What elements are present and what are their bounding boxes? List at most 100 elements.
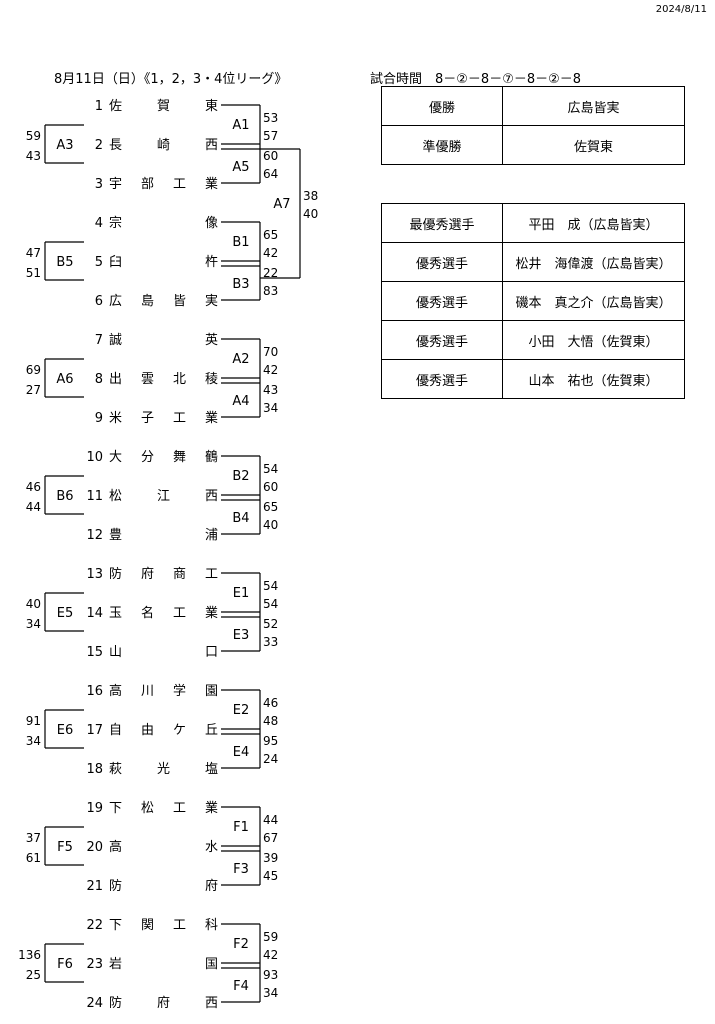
match-score: 33 — [263, 635, 278, 649]
award-player: 山本 祐也（佐賀東） — [502, 359, 685, 399]
award-row: 優秀選手 山本 祐也（佐賀東） — [381, 359, 685, 399]
match-score: 40 — [263, 518, 278, 532]
match-score: 42 — [263, 246, 278, 260]
match-label: E1 — [233, 586, 250, 601]
match-label: B1 — [232, 235, 249, 250]
match-score: 57 — [263, 129, 278, 143]
team-name: 岩 国 — [109, 957, 218, 972]
match-score: 60 — [263, 149, 278, 163]
team-name: 防 府 商 工 — [109, 566, 218, 582]
match-score: 44 — [26, 500, 41, 514]
match-score: 54 — [263, 462, 278, 476]
match-label: A5 — [232, 160, 249, 175]
match-label: F2 — [233, 937, 249, 952]
award-title: 優秀選手 — [381, 242, 503, 282]
team-number: 10 — [86, 450, 103, 465]
team-name: 高 川 学 園 — [109, 683, 218, 699]
match-label: F5 — [57, 840, 73, 855]
match-score: 22 — [263, 266, 278, 280]
match-label: F6 — [57, 957, 73, 972]
match-score: 51 — [26, 266, 41, 280]
award-title: 優秀選手 — [381, 320, 503, 360]
match-score: 38 — [303, 189, 318, 203]
match-score: 44 — [263, 813, 278, 827]
match-score: 37 — [26, 831, 41, 845]
match-score: 43 — [263, 383, 278, 397]
match-score: 83 — [263, 284, 278, 298]
team-number: 7 — [95, 333, 103, 348]
match-score: 34 — [263, 401, 278, 415]
match-score: 53 — [263, 111, 278, 125]
team-number: 21 — [86, 879, 103, 894]
match-score: 65 — [263, 500, 278, 514]
team-number: 14 — [86, 606, 103, 621]
match-score: 59 — [263, 930, 278, 944]
match-label: B2 — [232, 469, 249, 484]
print-date: 2024/8/11 — [655, 4, 707, 15]
team-number: 3 — [95, 177, 103, 192]
team-number: 15 — [86, 645, 103, 660]
match-score: 40 — [303, 207, 318, 221]
team-name: 佐 賀 東 — [109, 98, 218, 114]
match-score: 52 — [263, 617, 278, 631]
team-number: 19 — [86, 801, 103, 816]
match-score: 34 — [263, 986, 278, 1000]
team-name: 高 水 — [109, 839, 218, 855]
award-player: 小田 大悟（佐賀東） — [502, 320, 685, 360]
match-label: B3 — [232, 277, 249, 292]
match-score: 61 — [26, 851, 41, 865]
team-number: 20 — [86, 840, 103, 855]
page-title: 8月11日（日）《1，2，3・4位リーグ》 — [54, 72, 288, 87]
awards-table: 最優秀選手 平田 成（広島皆実） 優秀選手 松井 海偉渡（広島皆実） 優秀選手 … — [381, 203, 685, 399]
winner-row: 優勝 広島皆実 — [381, 86, 685, 126]
team-name: 大 分 舞 鶴 — [109, 449, 218, 465]
winner-team: 広島皆実 — [502, 86, 685, 126]
match-score: 24 — [263, 752, 278, 766]
team-name: 米 子 工 業 — [109, 410, 218, 426]
team-number: 2 — [95, 138, 103, 153]
match-score: 34 — [26, 734, 41, 748]
team-number: 24 — [86, 996, 103, 1011]
team-name: 誠 英 — [109, 333, 218, 348]
match-label: F4 — [233, 979, 249, 994]
match-label: A7 — [273, 197, 290, 212]
winners-table: 優勝 広島皆実 準優勝 佐賀東 — [381, 86, 685, 165]
team-name: 宇 部 工 業 — [109, 176, 218, 192]
award-row: 優秀選手 小田 大悟（佐賀東） — [381, 320, 685, 360]
match-score: 40 — [26, 597, 41, 611]
match-schedule: 試合時間 8－②－8－⑦－8－②－8 — [370, 72, 582, 87]
match-score: 42 — [263, 363, 278, 377]
team-number: 13 — [86, 567, 103, 582]
team-name: 山 口 — [109, 645, 218, 660]
match-score: 54 — [263, 597, 278, 611]
team-number: 8 — [95, 372, 103, 387]
team-number: 6 — [95, 294, 103, 309]
team-number: 16 — [86, 684, 103, 699]
team-number: 18 — [86, 762, 103, 777]
team-name: 出 雲 北 稜 — [109, 372, 218, 387]
match-label: B5 — [56, 255, 73, 270]
team-name: 臼 杵 — [109, 255, 218, 270]
runner-up-title: 準優勝 — [381, 125, 503, 165]
match-score: 136 — [18, 948, 41, 962]
team-number: 22 — [86, 918, 103, 933]
match-label: F3 — [233, 862, 249, 877]
team-name: 長 崎 西 — [109, 138, 218, 153]
award-title: 優秀選手 — [381, 359, 503, 399]
match-score: 91 — [26, 714, 41, 728]
team-name: 防 府 — [109, 878, 218, 894]
team-number: 5 — [95, 255, 103, 270]
team-name: 玉 名 工 業 — [109, 605, 218, 621]
match-score: 93 — [263, 968, 278, 982]
match-label: A2 — [232, 352, 249, 367]
match-label: A1 — [232, 118, 249, 133]
match-score: 54 — [263, 579, 278, 593]
match-label: E3 — [233, 628, 250, 643]
match-score: 46 — [26, 480, 41, 494]
team-name: 宗 像 — [109, 215, 218, 231]
team-number: 12 — [86, 528, 103, 543]
team-number: 9 — [95, 411, 103, 426]
match-score: 27 — [26, 383, 41, 397]
match-score: 46 — [263, 696, 278, 710]
